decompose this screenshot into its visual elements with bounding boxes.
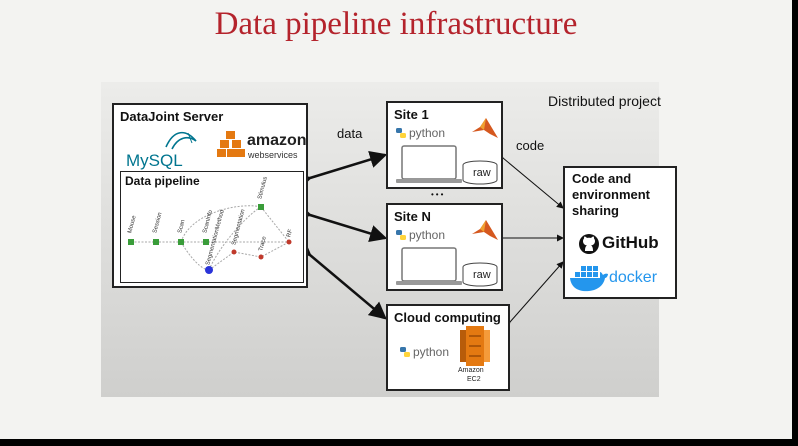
node-stimulus <box>258 204 264 210</box>
sharing-title-line2: environment <box>572 187 651 202</box>
node-session <box>153 239 159 245</box>
arrow-site1-sharing <box>496 151 564 209</box>
node-rf <box>286 239 292 245</box>
pipeline-graph <box>128 204 292 274</box>
slide: Data pipeline infrastructure Distributed… <box>0 0 792 439</box>
github-wordmark: GitHub <box>602 233 659 252</box>
docker-wordmark: docker <box>609 269 658 286</box>
node-scan <box>178 239 184 245</box>
node-scaninfo <box>203 239 209 245</box>
arrow-cloud-sharing <box>503 261 564 329</box>
matlab-icon <box>472 118 498 138</box>
site1-box: Site 1 python raw <box>386 101 503 189</box>
arrow-server-cloud <box>292 238 387 320</box>
node-segmentation-method <box>205 266 213 274</box>
site1-python-text: python <box>409 126 446 140</box>
distributed-label: Distributed project <box>548 93 661 109</box>
server-title: DataJoint Server <box>120 109 224 124</box>
aws-ec2-icon <box>460 326 490 366</box>
site1-raw-label: raw <box>473 167 491 179</box>
mysql-wordmark: MySQL <box>126 151 183 170</box>
cloud-python-logo: python <box>400 345 449 359</box>
aws-subtext: webservices <box>248 150 298 160</box>
code-sharing-box: Code and environment sharing GitHub dock… <box>563 166 677 299</box>
pipeline-title: Data pipeline <box>125 174 200 188</box>
database-icon <box>462 160 498 185</box>
sharing-title-line3: sharing <box>572 203 619 218</box>
matlab-icon <box>472 220 498 240</box>
siteN-title: Site N <box>394 209 431 224</box>
aws-cubes-icon <box>217 131 245 157</box>
code-edge-label: code <box>516 138 545 153</box>
sharing-title-line1: Code and <box>572 171 632 186</box>
laptop-icon <box>396 145 462 183</box>
data-edge-label: data <box>337 126 363 141</box>
dolphin-icon <box>165 131 197 150</box>
cloud-title: Cloud computing <box>394 310 501 325</box>
node-trace <box>258 254 264 260</box>
ellipsis: ••• <box>431 190 446 199</box>
connectors <box>292 151 564 329</box>
python-icon <box>396 230 406 240</box>
cloud-python-text: python <box>413 345 450 359</box>
mysql-logo: MySQL <box>126 127 202 171</box>
cloud-computing-box: Cloud computing python Amazon EC2 <box>386 304 510 391</box>
data-pipeline-box: Data pipeline M <box>120 171 304 283</box>
siteN-python-text: python <box>409 228 446 242</box>
arrow-server-siteN <box>293 202 388 242</box>
site1-title: Site 1 <box>394 107 429 122</box>
ec2-line2: EC2 <box>467 376 481 383</box>
site1-python-logo: python <box>396 126 445 140</box>
ec2-line1: Amazon <box>458 367 484 374</box>
python-icon <box>396 128 406 138</box>
arrow-server-site1 <box>293 151 388 191</box>
aws-wordmark: amazon <box>247 132 307 149</box>
github-icon <box>579 234 599 254</box>
node-mouse <box>128 239 134 245</box>
aws-logo: amazon webservices <box>217 129 307 167</box>
siteN-raw-label: raw <box>473 269 491 281</box>
database-icon <box>462 262 498 287</box>
siteN-box: Site N python raw <box>386 203 503 291</box>
python-icon <box>400 347 410 357</box>
datajoint-server-box: DataJoint Server MySQL amazon webservice… <box>112 103 308 288</box>
siteN-python-logo: python <box>396 228 445 242</box>
node-segmentation <box>231 249 237 255</box>
docker-whale-icon <box>570 266 608 292</box>
slide-title: Data pipeline infrastructure <box>214 6 578 42</box>
laptop-icon <box>396 247 462 285</box>
